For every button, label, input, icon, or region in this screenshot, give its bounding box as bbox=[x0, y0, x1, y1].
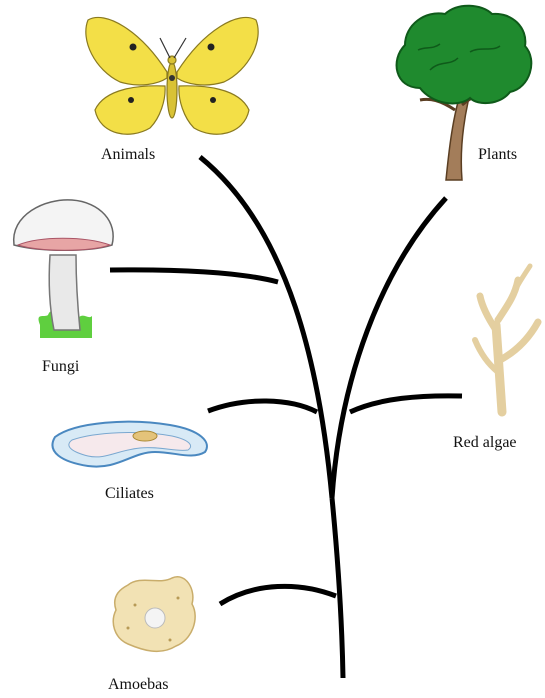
label-amoebas: Amoebas bbox=[108, 676, 168, 694]
ciliate-icon bbox=[52, 422, 206, 467]
branch-fungi bbox=[110, 270, 278, 282]
branch-amoebas bbox=[220, 586, 336, 604]
label-ciliates: Ciliates bbox=[105, 485, 154, 503]
mushroom-icon bbox=[14, 200, 113, 338]
amoeba-icon bbox=[113, 577, 195, 652]
label-animals: Animals bbox=[101, 146, 155, 164]
branch-ciliates bbox=[208, 401, 317, 412]
label-red-algae: Red algae bbox=[453, 434, 517, 452]
label-fungi: Fungi bbox=[42, 358, 79, 376]
red-algae-icon bbox=[475, 266, 538, 412]
branch-trunk bbox=[332, 498, 343, 678]
label-plants: Plants bbox=[478, 146, 517, 164]
branch-plants bbox=[332, 198, 446, 498]
branch-animals bbox=[200, 157, 332, 498]
butterfly-icon bbox=[86, 17, 258, 134]
branch-red-algae bbox=[350, 396, 462, 412]
